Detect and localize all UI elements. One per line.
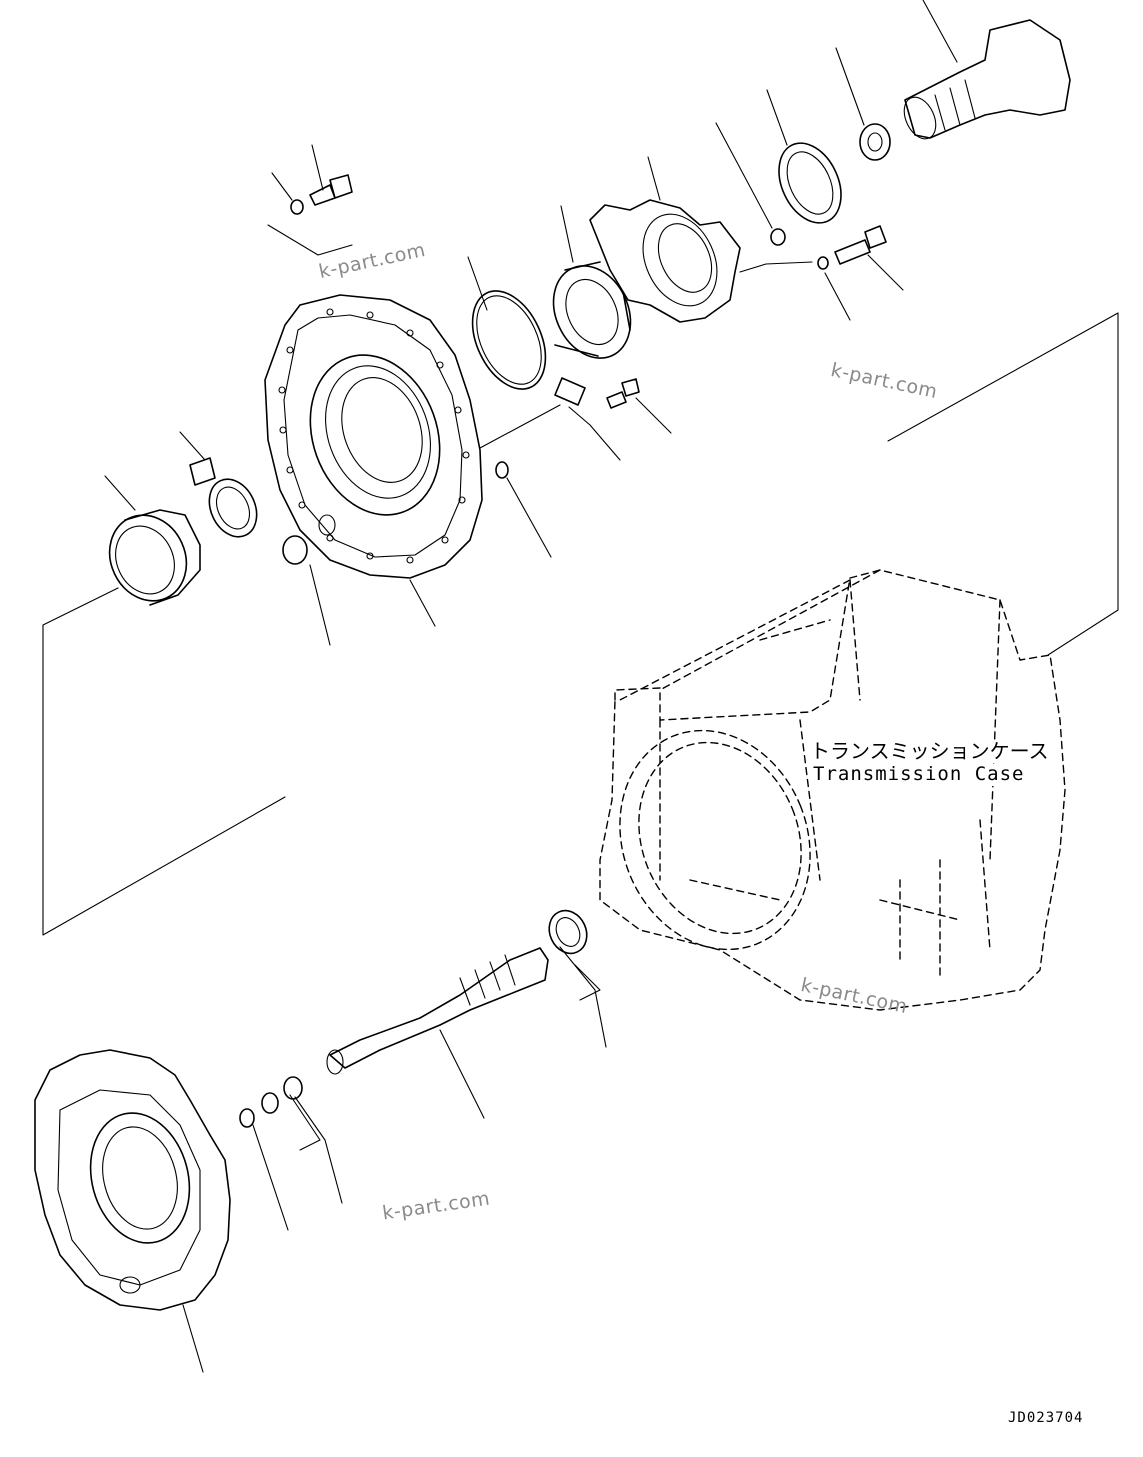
cover-flange [264, 294, 483, 579]
left-ring-parts [108, 457, 258, 606]
leader-lines [42, 0, 1119, 1373]
transmission-case-outline [599, 569, 1066, 1011]
transmission-case-label-en: Transmission Case [813, 763, 1025, 786]
lower-cover-plate [34, 1049, 231, 1311]
transmission-case-label-jp: トランスミッションケース [810, 739, 1049, 763]
shaft-assembly [239, 909, 588, 1128]
upper-small-parts [282, 19, 1071, 565]
drawing-id: JD023704 [1008, 1410, 1084, 1427]
